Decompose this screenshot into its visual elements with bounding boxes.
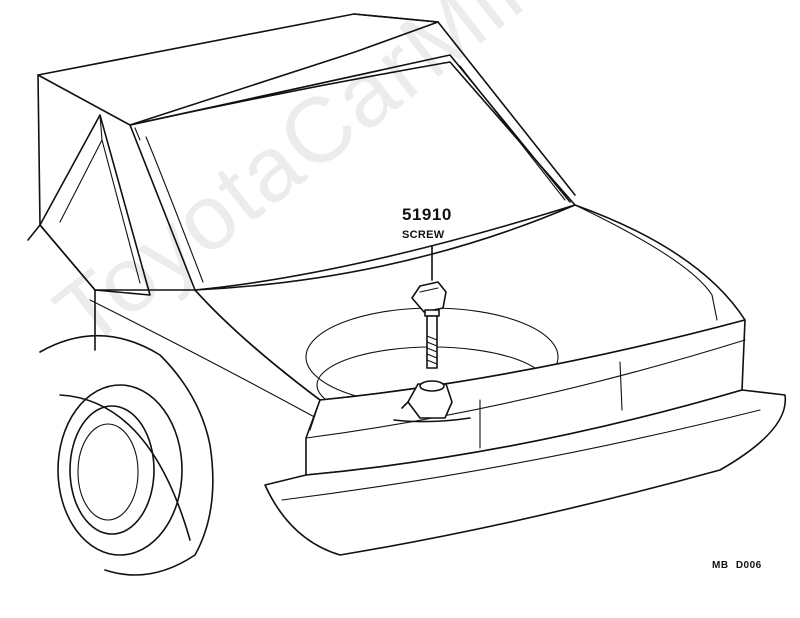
screw-51910 bbox=[411, 245, 447, 369]
quarter-window bbox=[39, 114, 151, 296]
rear-wheel bbox=[39, 334, 214, 576]
body-side bbox=[27, 74, 321, 421]
part-number-label[interactable]: 51910 bbox=[402, 205, 452, 224]
tire-clamp-bracket bbox=[393, 380, 471, 423]
car-roof bbox=[37, 13, 576, 203]
part-name-label: SCREW bbox=[402, 229, 445, 241]
rear-window bbox=[129, 61, 576, 291]
rear-bumper bbox=[264, 389, 787, 556]
figure-code: MB D006 bbox=[712, 560, 762, 571]
